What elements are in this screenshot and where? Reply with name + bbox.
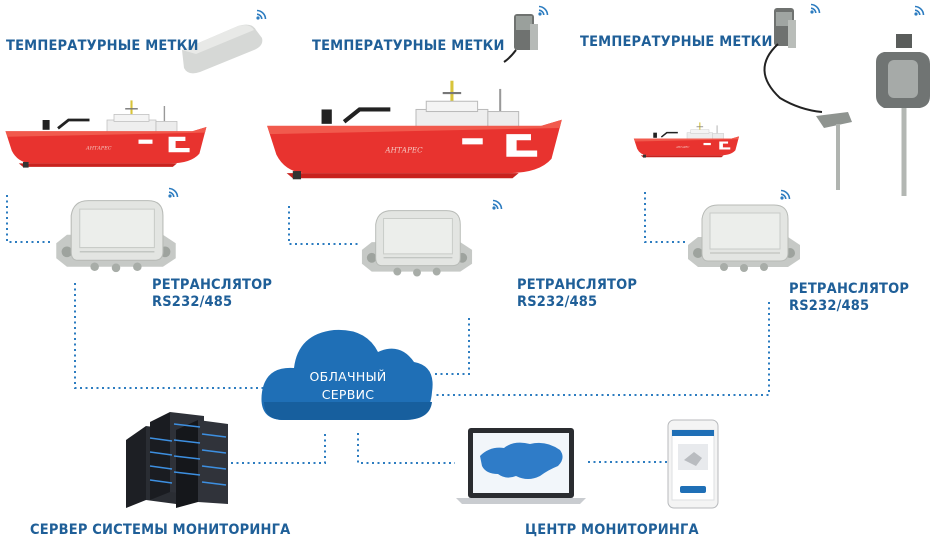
temp-sensor-probe-icon xyxy=(763,8,852,190)
relay-box-icon xyxy=(687,204,801,273)
temp-tags-label-2: ТЕМПЕРАТУРНЫЕ МЕТКИ xyxy=(312,38,505,54)
relay-label-1-iface: RS232/485 xyxy=(152,294,233,310)
ship-icon xyxy=(267,81,562,180)
cloud-service-label: ОБЛАЧНЫЙ СЕРВИС xyxy=(292,368,404,404)
relay-label-1: РЕТРАНСЛЯТОР RS232/485 xyxy=(152,277,272,311)
relay-label-3-iface: RS232/485 xyxy=(789,298,870,314)
wifi-icon xyxy=(538,5,549,16)
relay-label-3: РЕТРАНСЛЯТОР RS232/485 xyxy=(789,281,909,315)
server-label: СЕРВЕР СИСТЕМЫ МОНИТОРИНГА xyxy=(30,522,291,538)
cloud-service-line2: СЕРВИС xyxy=(321,387,375,402)
wifi-icon xyxy=(780,189,791,200)
laptop-map-icon xyxy=(456,428,586,504)
relay-label-3-name: РЕТРАНСЛЯТОР xyxy=(789,281,910,297)
connector-lines xyxy=(6,192,770,464)
temp-tags-label-1: ТЕМПЕРАТУРНЫЕ МЕТКИ xyxy=(6,38,199,54)
cloud-service-line1: ОБЛАЧНЫЙ xyxy=(309,369,387,384)
wifi-icon xyxy=(168,187,179,198)
relay-label-2-name: РЕТРАНСЛЯТОР xyxy=(517,277,638,293)
relay-box-icon xyxy=(361,210,473,277)
wifi-icon xyxy=(914,5,925,16)
temp-tag-flat-icon xyxy=(182,24,263,74)
monitoring-center-label: ЦЕНТР МОНИТОРИНГА xyxy=(525,522,699,538)
wifi-icon xyxy=(492,199,503,210)
relay-box-icon xyxy=(55,200,177,273)
wifi-icon xyxy=(810,3,821,14)
temp-sensor-clamp-icon xyxy=(503,14,538,63)
temp-sensor-transmitter-icon xyxy=(876,34,930,196)
cloud-icon xyxy=(261,329,433,420)
ship-icon xyxy=(3,98,209,170)
wifi-icon xyxy=(256,9,267,20)
relay-label-1-name: РЕТРАНСЛЯТОР xyxy=(152,277,273,293)
relay-label-2-iface: RS232/485 xyxy=(517,294,598,310)
temp-tags-label-3: ТЕМПЕРАТУРНЫЕ МЕТКИ xyxy=(580,34,773,50)
server-rack-icon xyxy=(126,412,228,508)
relay-label-2: РЕТРАНСЛЯТОР RS232/485 xyxy=(517,277,637,311)
ship-icon xyxy=(633,121,740,159)
